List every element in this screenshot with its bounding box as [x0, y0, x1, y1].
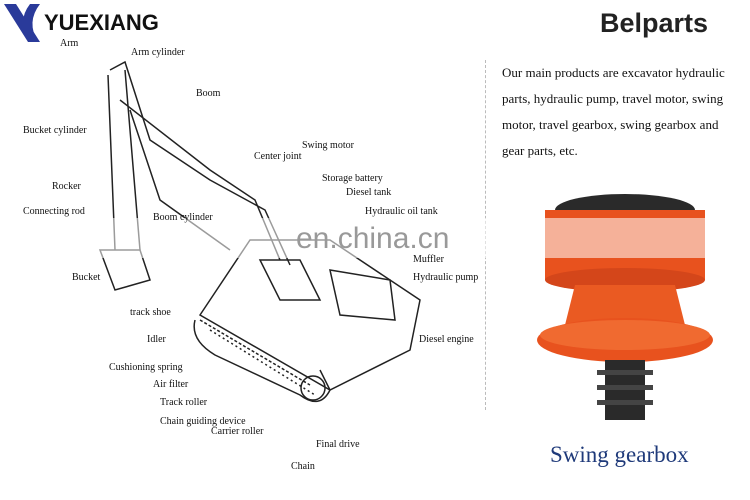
- label-cushioning-spring: Cushioning spring: [109, 362, 183, 373]
- label-swing-motor: Swing motor: [302, 140, 354, 151]
- watermark-band: [0, 218, 750, 258]
- label-diesel-tank: Diesel tank: [346, 187, 392, 198]
- label-arm-cylinder: Arm cylinder: [131, 47, 185, 58]
- label-connecting-rod: Connecting rod: [23, 206, 85, 217]
- yuexiang-logo: YUEXIANG: [2, 2, 159, 44]
- label-boom-cylinder: Boom cylinder: [153, 212, 213, 223]
- product-description: Our main products are excavator hydrauli…: [502, 65, 725, 158]
- label-arm: Arm: [60, 38, 79, 49]
- label-carrier-roller: Carrier roller: [211, 426, 264, 437]
- label-final-drive: Final drive: [316, 439, 360, 450]
- label-bucket-cylinder: Bucket cylinder: [23, 125, 87, 136]
- logo-mark-icon: [4, 4, 40, 42]
- label-boom: Boom: [196, 88, 221, 99]
- excavator-diagram: [98, 60, 421, 403]
- label-rocker: Rocker: [52, 181, 81, 192]
- label-chain-guiding-device: Chain guiding device: [160, 416, 246, 427]
- product-caption: Swing gearbox: [550, 442, 689, 467]
- label-diesel-engine: Diesel engine: [419, 334, 474, 345]
- belparts-brand: Belparts: [600, 8, 709, 38]
- watermark: en.china.cn: [296, 222, 450, 255]
- logo-text: YUEXIANG: [44, 10, 159, 35]
- label-hydraulic-oil-tank: Hydraulic oil tank: [365, 206, 438, 217]
- label-idler: Idler: [147, 334, 166, 345]
- label-muffler: Muffler: [413, 254, 444, 265]
- label-track-roller: Track roller: [160, 397, 208, 408]
- label-hydraulic-pump: Hydraulic pump: [413, 272, 479, 283]
- label-bucket: Bucket: [72, 272, 101, 283]
- label-center-joint: Center joint: [254, 151, 302, 162]
- label-chain: Chain: [291, 461, 315, 472]
- label-storage-battery: Storage battery: [322, 173, 383, 184]
- label-track-shoe: track shoe: [130, 307, 171, 318]
- label-air-filter: Air filter: [153, 379, 189, 390]
